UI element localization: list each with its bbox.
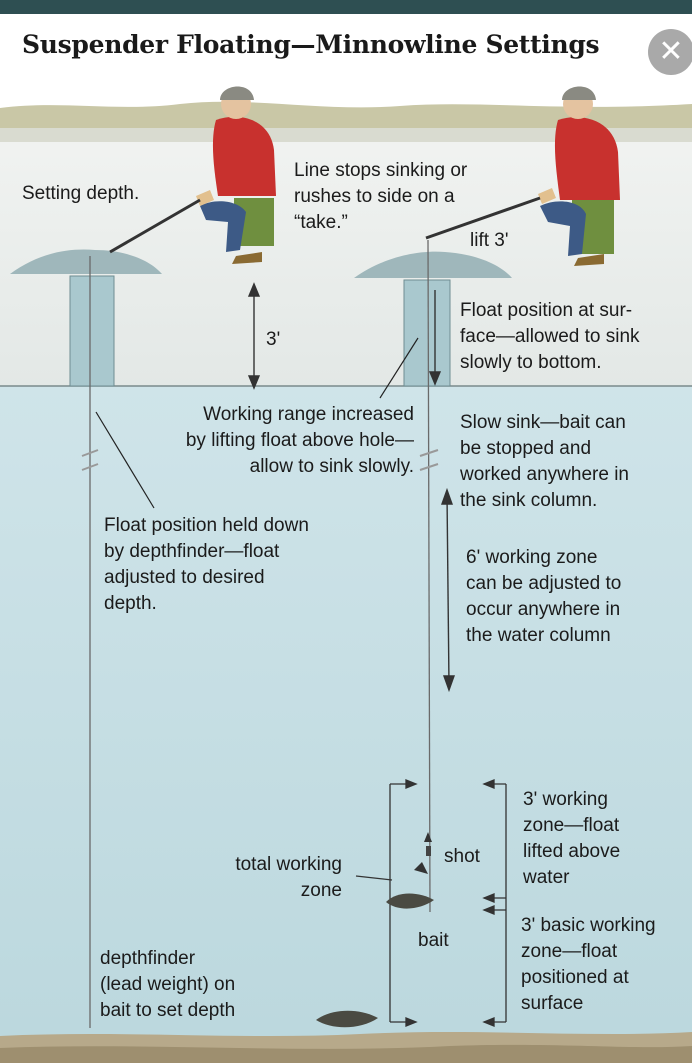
label-3ft-lifted: 3' working zone—float lifted above water bbox=[523, 789, 621, 888]
label-3ft-basic: 3' basic working zone—float positioned a… bbox=[521, 915, 656, 1014]
label-depthfinder: depthfinder (lead weight) on bait to set… bbox=[100, 948, 236, 1021]
ice-hole-right bbox=[403, 279, 451, 387]
arrow-6ft-zone bbox=[441, 487, 455, 693]
snow-mound-left bbox=[10, 249, 162, 274]
label-shot: shot bbox=[444, 846, 480, 867]
label-6ft-zone: 6' working zone can be adjusted to occur… bbox=[466, 547, 622, 646]
label-total-working-zone: total working zone bbox=[235, 854, 342, 901]
angler-right bbox=[425, 86, 620, 266]
angler-left bbox=[109, 86, 276, 264]
arrow-float-surface bbox=[428, 290, 442, 386]
page-title: Suspender Floating—Minnowline Settings bbox=[22, 30, 600, 59]
label-working-range: Working range increased by lifting float… bbox=[185, 404, 414, 477]
arrow-3ft bbox=[247, 282, 261, 390]
line-right bbox=[427, 239, 431, 913]
label-3ft: 3' bbox=[266, 329, 281, 350]
bait-fish bbox=[386, 893, 434, 909]
label-bait: bait bbox=[418, 930, 449, 951]
label-lift: lift 3' bbox=[470, 230, 509, 251]
water-column bbox=[0, 386, 692, 1036]
top-bar bbox=[0, 0, 692, 14]
label-slow-sink: Slow sink—bait can be stopped and worked… bbox=[460, 412, 629, 511]
snow-mound-right bbox=[354, 251, 512, 278]
shot-marker bbox=[424, 832, 432, 856]
label-line-stops: Line stops sinking or rushes to side on … bbox=[294, 160, 468, 233]
label-float-position-surface: Float position at sur- face—allowed to s… bbox=[460, 300, 640, 373]
bracket-right-zones bbox=[482, 779, 507, 1027]
leader-working-range bbox=[379, 337, 419, 399]
bottom-bait bbox=[316, 1010, 378, 1028]
label-float-held-down: Float position held down by depthfinder—… bbox=[104, 515, 309, 614]
ice-hole-left bbox=[69, 275, 115, 387]
label-setting-depth: Setting depth. bbox=[22, 183, 140, 204]
leader-float-held bbox=[95, 411, 155, 509]
close-icon[interactable]: ✕ bbox=[648, 29, 692, 75]
